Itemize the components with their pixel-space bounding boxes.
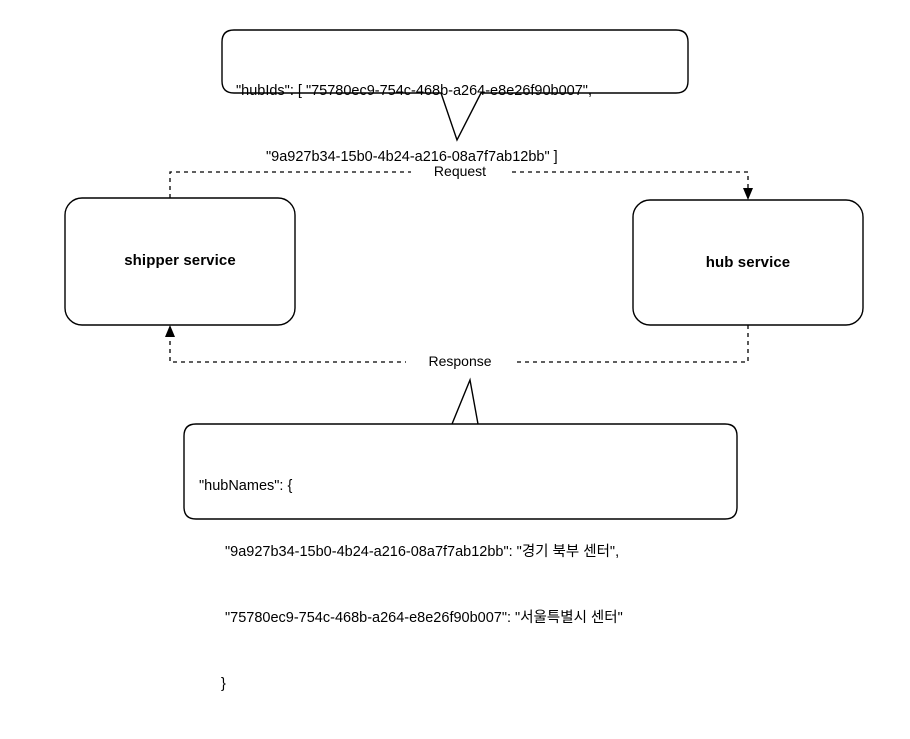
callout-response-payload-line-2: "9a927b34-15b0-4b24-a216-08a7f7ab12bb": …	[225, 544, 620, 560]
callout-request-payload-line-1: "hubIds": [ "75780ec9-754c-468b-a264-e8e…	[236, 83, 592, 99]
edge-response-line	[165, 325, 749, 363]
callout-request-payload-shape	[221, 29, 689, 142]
node-shipper-service-shape	[64, 197, 296, 326]
node-shipper-service-label: shipper service	[124, 252, 236, 269]
callout-response-payload-shape	[183, 377, 738, 520]
edge-request-label: Request	[411, 163, 509, 179]
callout-response-payload-line-4: }	[221, 676, 226, 692]
callout-request-payload-text: "hubIds": [ "75780ec9-754c-468b-a264-e8e…	[236, 36, 592, 212]
node-hub-service-label: hub service	[705, 254, 791, 271]
edge-response-label: Response	[406, 353, 514, 369]
callout-response-payload-text: "hubNames": { "9a927b34-15b0-4b24-a216-0…	[199, 431, 623, 739]
callout-response-payload-line-3: "75780ec9-754c-468b-a264-e8e26f90b007": …	[225, 610, 623, 626]
diagram-canvas: shipper service hub service Request Resp…	[64, 29, 864, 692]
callout-request-payload-line-2: "9a927b34-15b0-4b24-a216-08a7f7ab12bb" ]	[266, 149, 558, 165]
callout-response-payload-line-1: "hubNames": {	[199, 478, 293, 494]
